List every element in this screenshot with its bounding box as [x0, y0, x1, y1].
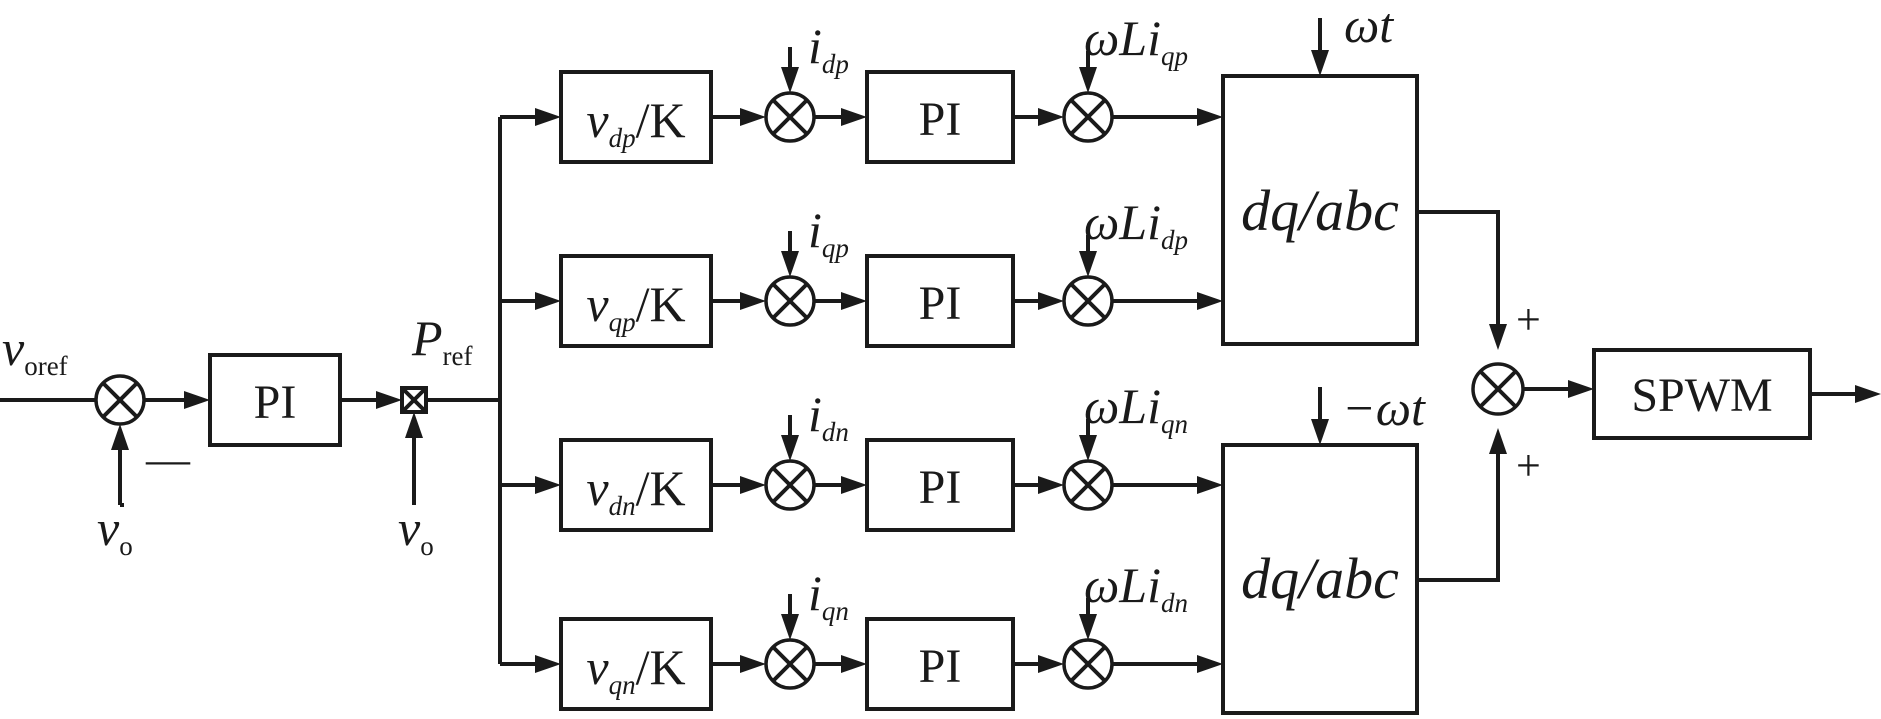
coupling-label-dn: ωLiqn	[1084, 378, 1188, 439]
current-pi-block-dp	[865, 70, 1015, 164]
current-pi-block-qp	[865, 254, 1015, 348]
spwm-block	[1592, 348, 1812, 440]
minus-sign: —	[145, 435, 191, 484]
gain-block-qn	[559, 617, 713, 711]
current-label-qn: iqn	[808, 565, 849, 626]
gain-label-qp: vqp/K	[586, 276, 685, 337]
coupling-label-dp: ωLiqp	[1084, 10, 1188, 71]
gain-block-dn	[559, 438, 713, 532]
angle-label-negative: −ωt	[1342, 380, 1426, 436]
branches: vdp/KidpPIωLiqpvqp/KiqpPIωLidpvdn/KidnPI…	[500, 10, 1223, 711]
current-label-dp: idp	[808, 18, 849, 79]
dq-abc-block-negative	[1221, 443, 1419, 715]
current-pi-label-qp: PI	[919, 277, 962, 330]
current-pi-label-dn: PI	[919, 461, 962, 514]
angle-label-positive: ωt	[1344, 0, 1394, 53]
coupling-label-qp: ωLidp	[1084, 194, 1188, 255]
input-label: voref	[2, 320, 68, 381]
coupling-label-qn: ωLidn	[1084, 557, 1188, 618]
multiplier-feedback-label: vo	[398, 500, 434, 561]
current-pi-label-qn: PI	[919, 640, 962, 693]
current-label-dn: idn	[808, 386, 849, 447]
current-label-qp: iqp	[808, 202, 849, 263]
gain-label-qn: vqn/K	[586, 639, 685, 700]
plus-sign-bottom: +	[1516, 441, 1541, 490]
gain-label-dp: vdp/K	[586, 92, 685, 153]
dq-abc-block-positive	[1221, 74, 1419, 346]
feedback-label: vo	[97, 500, 133, 561]
dq-abc-label-positive: dq/abc	[1241, 178, 1399, 243]
plus-sign-top: +	[1516, 295, 1541, 344]
gain-block-qp	[559, 254, 713, 348]
input-stage: voref vo — PI vo Pref	[0, 117, 502, 664]
gain-label-dn: vdn/K	[586, 460, 685, 521]
current-pi-block-qn	[865, 617, 1015, 711]
current-pi-label-dp: PI	[919, 93, 962, 146]
spwm-label: SPWM	[1631, 369, 1772, 422]
dq-abc-label-negative: dq/abc	[1241, 546, 1399, 611]
transform-stage: dq/abc ωt dq/abc −ωt + + SPWM	[1221, 0, 1881, 715]
power-ref-label: Pref	[411, 310, 473, 371]
voltage-pi-label: PI	[254, 376, 297, 429]
gain-block-dp	[559, 70, 713, 164]
